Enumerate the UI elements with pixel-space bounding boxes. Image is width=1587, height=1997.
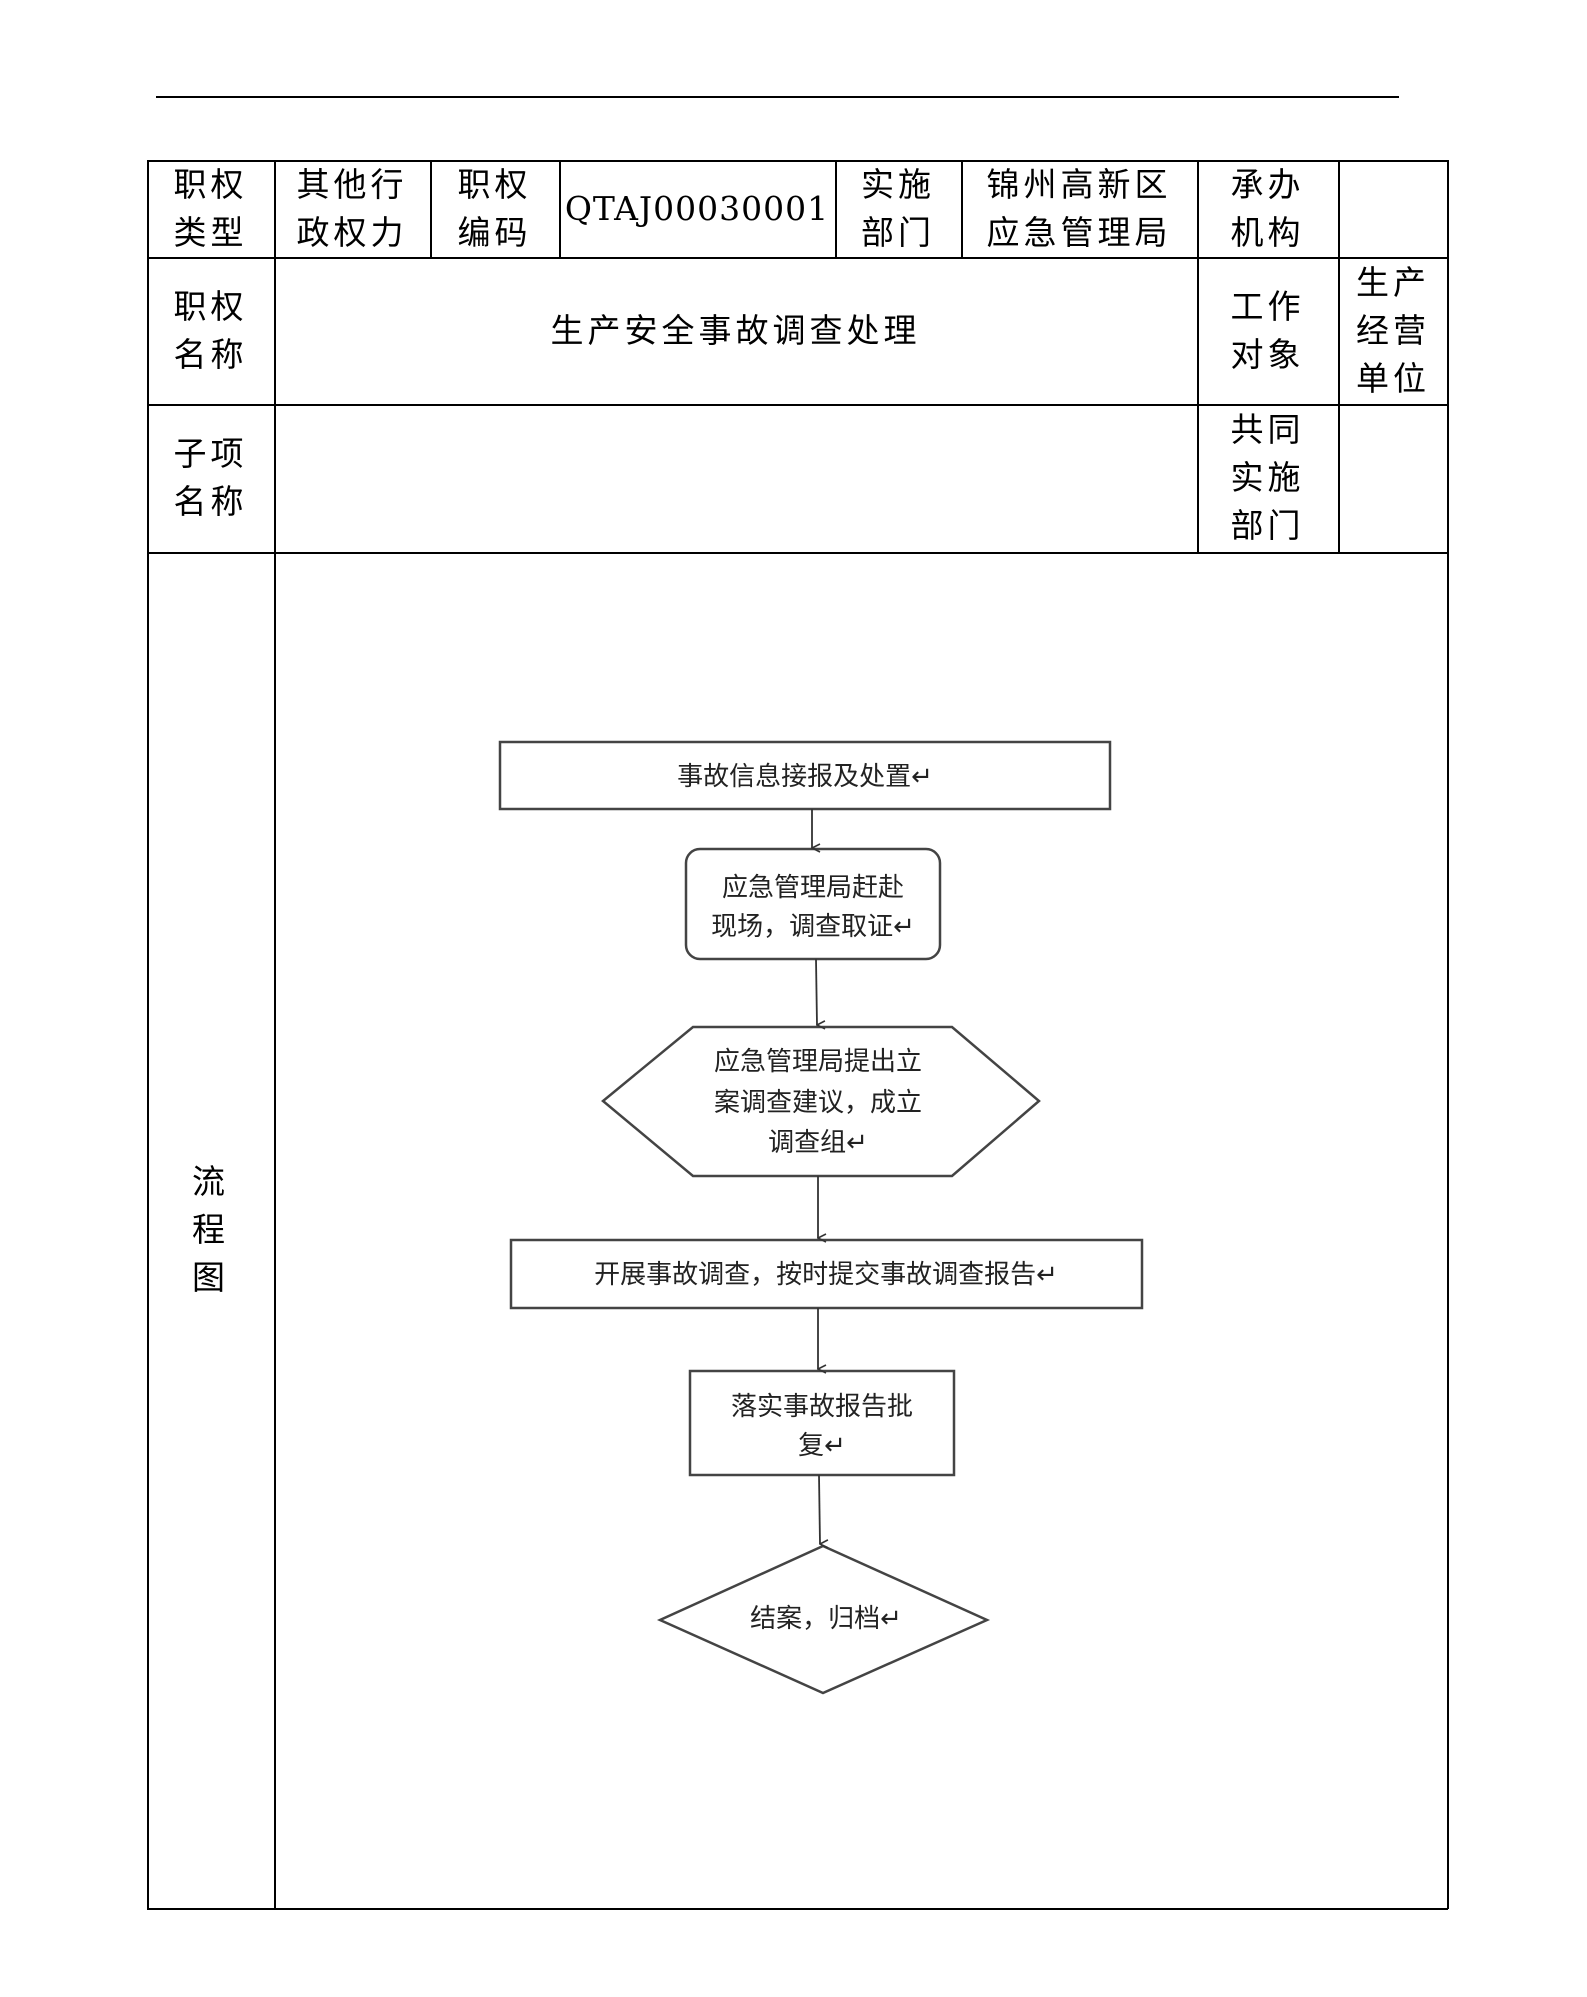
- type-label: 职权类型: [173, 164, 248, 252]
- step-2-text-line-2: 现场，调查取证↵: [711, 912, 915, 942]
- dept-label: 实施部门: [861, 164, 935, 252]
- step-4-box: [509, 1238, 1144, 1310]
- sub-label: 子项名称: [173, 434, 248, 521]
- step-6-text: 结案，归档↵: [750, 1604, 902, 1634]
- arrow-2: [815, 958, 817, 1025]
- step-5-box: [688, 1369, 956, 1477]
- target-value: 生产经营单位: [1356, 262, 1430, 398]
- step-4-text: 开展事故调查，按时提交事故调查报告↵: [594, 1260, 1058, 1290]
- step-6-diamond: [656, 1544, 991, 1695]
- step-3-text-line-2: 案调查建议，成立: [714, 1088, 922, 1118]
- header-rule: [156, 96, 1399, 98]
- step-1-text: 事故信息接报及处置↵: [677, 762, 933, 792]
- step-3-text-line-3: 调查组↵: [768, 1128, 868, 1158]
- step-5-text-line-2: 复↵: [798, 1431, 846, 1461]
- step-5-text-line-1: 落实事故报告批: [731, 1392, 913, 1422]
- flow-label: 流程图: [192, 1162, 229, 1297]
- name-label: 职权名称: [173, 286, 248, 374]
- org-label: 承办机构: [1230, 164, 1305, 252]
- step-3-text-line-1: 应急管理局提出立: [714, 1047, 922, 1077]
- name-value: 生产安全事故调查处理: [550, 310, 921, 350]
- type-value: 其他行政权力: [296, 164, 408, 252]
- code-value: QTAJ00030001: [564, 188, 830, 228]
- target-label: 工作对象: [1230, 286, 1305, 374]
- step-1-box: [498, 740, 1112, 811]
- step-3-hexagon: [601, 1025, 1041, 1178]
- step-2-text-line-1: 应急管理局赶赴: [722, 873, 904, 903]
- step-2-box: [684, 847, 942, 961]
- code-label: 职权编码: [457, 164, 532, 252]
- arrow-5: [818, 1474, 820, 1544]
- co-dept-label: 共同实施部门: [1230, 410, 1305, 545]
- dept-value: 锦州高新区应急管理局: [986, 164, 1172, 252]
